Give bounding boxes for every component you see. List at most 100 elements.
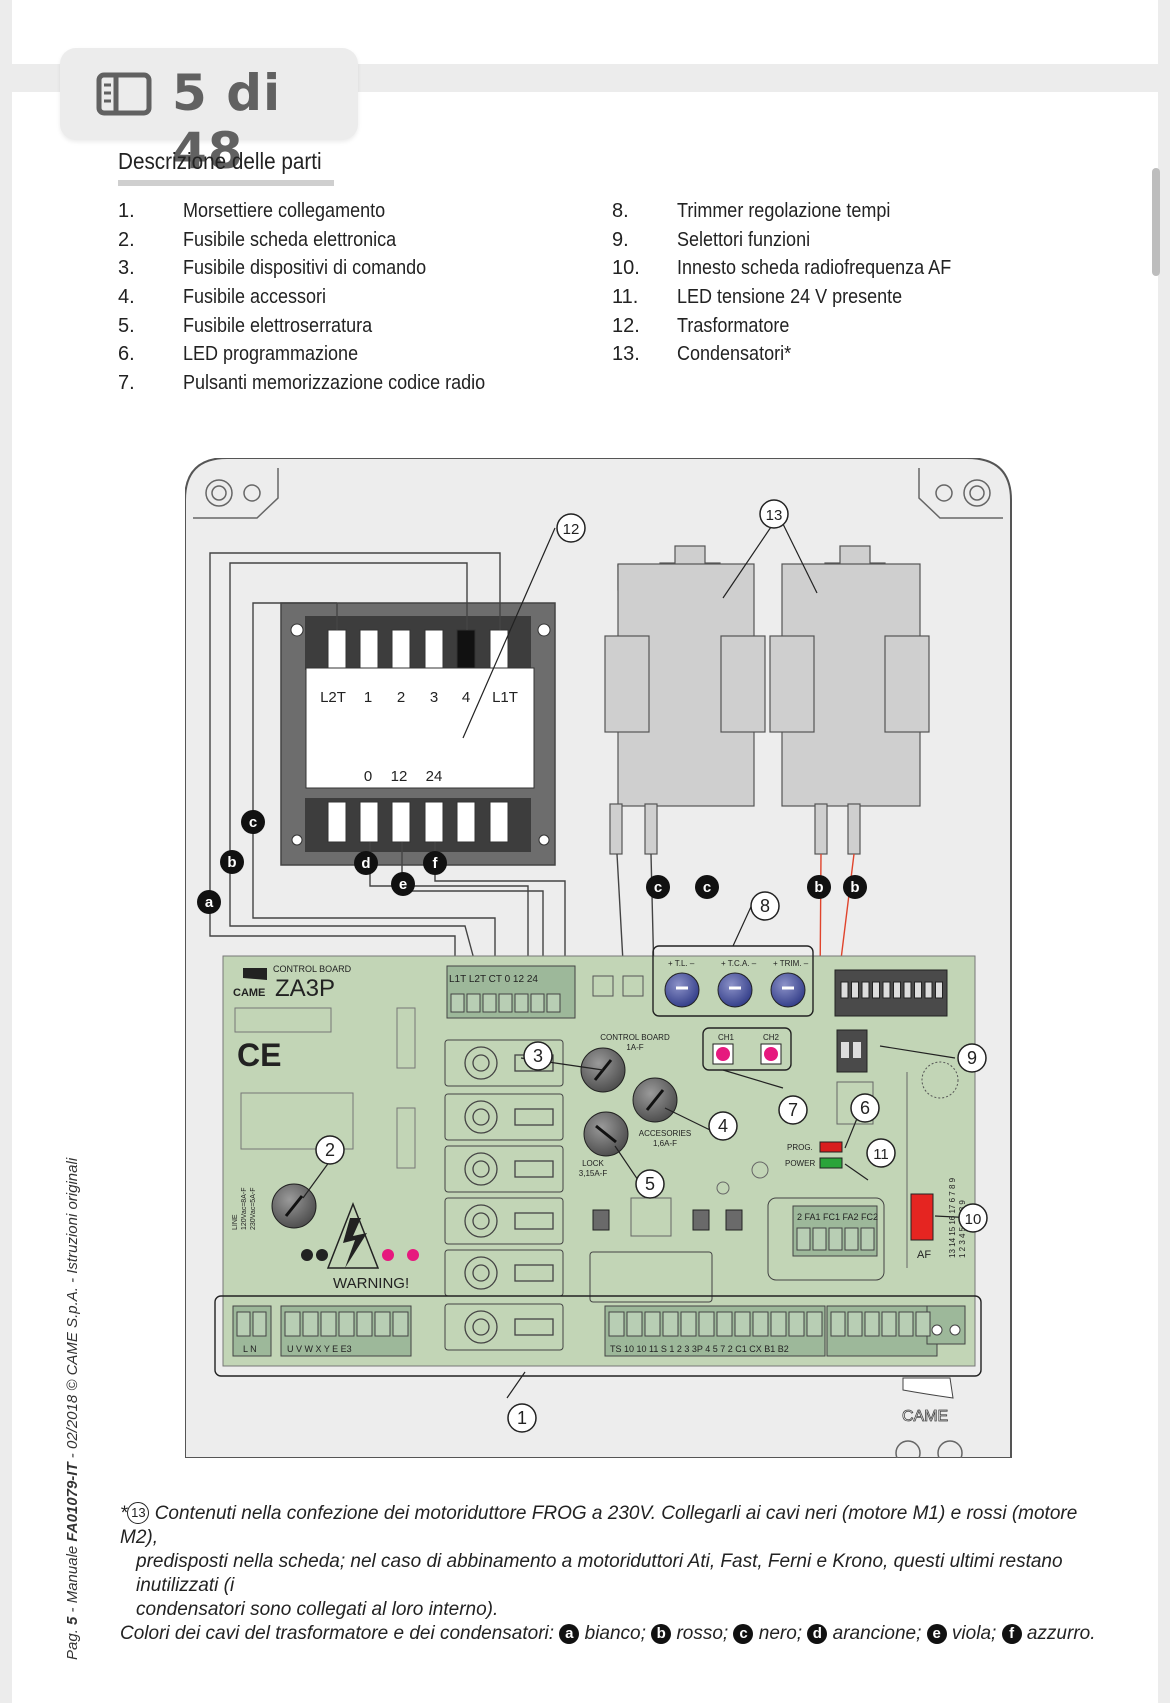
svg-text:11: 11	[873, 1146, 889, 1163]
terminal-screw	[788, 1311, 805, 1337]
svg-text:CH1: CH1	[718, 1033, 735, 1042]
svg-text:AF: AF	[917, 1249, 931, 1261]
section-title-underline	[118, 180, 334, 186]
footnote-line3: condensatori sono collegati al loro inte…	[136, 1599, 499, 1620]
part-number: 5.	[118, 314, 135, 337]
wire-label-c: c	[646, 875, 670, 899]
wire-label-b: b	[807, 875, 831, 899]
svg-text:2: 2	[325, 1140, 335, 1160]
part-number: 9.	[612, 228, 629, 251]
footer-code: FA01079-IT	[64, 1462, 81, 1542]
part-number: 11.	[612, 286, 639, 309]
wire-label-d: d	[354, 851, 378, 875]
color-letter-badge: a	[559, 1624, 580, 1644]
footnote-ref: 13	[127, 1502, 150, 1524]
footnote-line2: predisposti nella scheda; nel caso di ab…	[136, 1551, 1063, 1596]
terminal-screw	[608, 1311, 625, 1337]
wire-label-e: e	[391, 872, 415, 896]
svg-text:a: a	[205, 894, 214, 911]
wire-label-b: b	[220, 850, 244, 874]
dip-switch	[893, 981, 901, 999]
wire-label-b: b	[843, 875, 867, 899]
page-indicator[interactable]: 5 di 48	[60, 48, 358, 180]
terminal-screw	[915, 1311, 931, 1337]
footnote-line1: Contenuti nella confezione dei motoridut…	[120, 1503, 1078, 1548]
color-letter-badge: b	[651, 1624, 672, 1644]
callout-5: 5	[635, 1169, 665, 1199]
part-label: Fusibile elettroserratura	[183, 314, 373, 337]
transformer-terminal-label: 3	[430, 689, 438, 706]
svg-text:1A-F: 1A-F	[626, 1043, 643, 1052]
terminal-screw	[830, 1311, 846, 1337]
transformer-output-label: 12	[391, 768, 408, 785]
svg-text:b: b	[227, 854, 236, 871]
wire-label-c: c	[695, 875, 719, 899]
dip-switch	[924, 981, 933, 999]
svg-text:4: 4	[718, 1116, 728, 1136]
terminal-screw	[302, 1311, 319, 1337]
terminal-screw	[392, 1311, 409, 1337]
svg-text:f: f	[433, 855, 439, 872]
scrollbar-thumb[interactable]	[1152, 168, 1160, 276]
wire-label-f: f	[423, 851, 447, 875]
dip-switch	[903, 981, 912, 999]
callout-1: 1	[507, 1403, 537, 1433]
callout-13: 13	[759, 499, 789, 529]
callout-3: 3	[523, 1041, 553, 1071]
part-number: 4.	[118, 286, 135, 309]
part-number: 2.	[118, 228, 135, 251]
svg-text:3,15A-F: 3,15A-F	[579, 1169, 608, 1178]
parts-left-item: 1.Morsettiere collegamento	[118, 200, 519, 229]
svg-text:CAME: CAME	[233, 987, 265, 999]
svg-text:CONTROL BOARD: CONTROL BOARD	[600, 1033, 670, 1042]
part-number: 10.	[612, 257, 640, 280]
svg-text:2 FA1 FC1 FA2 FC2: 2 FA1 FC1 FA2 FC2	[797, 1212, 878, 1222]
terminal-screw	[680, 1311, 697, 1337]
color-name: nero;	[753, 1623, 808, 1644]
terminal-screw	[626, 1311, 643, 1337]
terminal-screw	[356, 1311, 373, 1337]
svg-text:ZA3P: ZA3P	[275, 975, 335, 1002]
terminal-screw	[320, 1311, 337, 1337]
terminal-screw	[716, 1311, 733, 1337]
svg-text:CONTROL BOARD: CONTROL BOARD	[273, 964, 352, 974]
terminal-screw	[662, 1311, 679, 1337]
dip-switch	[882, 981, 891, 999]
callout-9: 9	[957, 1043, 987, 1073]
color-letter-badge: c	[733, 1624, 754, 1644]
section-title: Descrizione delle parti	[118, 148, 322, 174]
terminal-screw	[881, 1311, 897, 1337]
svg-text:U V W X Y E E3: U V W X Y E E3	[287, 1344, 352, 1354]
color-name: azzurro.	[1021, 1623, 1096, 1644]
svg-text:c: c	[703, 879, 711, 896]
wire-color-legend: Colori dei cavi del trasformatore e dei …	[120, 1622, 1110, 1646]
parts-left-item: 2.Fusibile scheda elettronica	[118, 229, 519, 258]
trimmer-label: + TRIM. –	[773, 959, 809, 968]
part-label: Trasformatore	[677, 314, 790, 337]
callout-6: 6	[850, 1093, 880, 1123]
transformer-terminal-label: 4	[462, 689, 470, 706]
sidebar-panel-icon[interactable]	[96, 72, 152, 116]
svg-text:c: c	[654, 879, 662, 896]
callout-10: 10	[958, 1203, 988, 1233]
callout-4: 4	[708, 1111, 738, 1141]
color-letter-badge: e	[926, 1624, 947, 1644]
parts-right-item: 8.Trimmer regolazione tempi	[612, 200, 982, 229]
transformer-output-label: 24	[426, 768, 443, 785]
footer-page: 5	[64, 1616, 81, 1625]
transformer-terminal-label: 1	[364, 689, 372, 706]
footer-manual: - Manuale	[64, 1541, 81, 1617]
terminal-screw	[752, 1311, 769, 1337]
svg-text:5: 5	[645, 1174, 655, 1194]
parts-left-item: 3.Fusibile dispositivi di comando	[118, 257, 519, 286]
part-label: Pulsanti memorizzazione codice radio	[183, 372, 486, 395]
footnote-star: *	[120, 1503, 128, 1524]
control-board: CONTROL BOARD CAME ZA3P CE L1T L2T CT 0 …	[214, 945, 982, 1377]
part-label: Trimmer regolazione tempi	[677, 200, 891, 222]
parts-right-item: 13.Condensatori*	[612, 343, 982, 372]
parts-left-item: 4.Fusibile accessori	[118, 286, 519, 315]
capacitors	[604, 545, 930, 855]
legend-intro: Colori dei cavi del trasformatore e dei …	[120, 1623, 555, 1644]
